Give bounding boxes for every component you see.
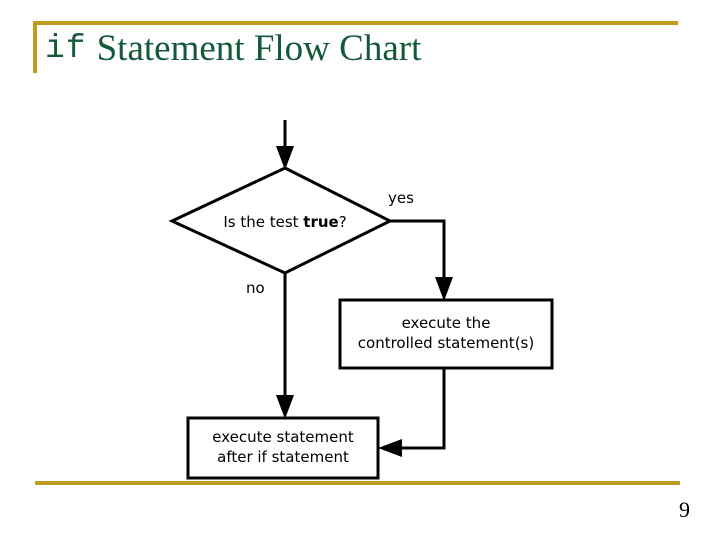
controlled-statement-node: execute the controlled statement(s) xyxy=(338,298,554,370)
decision-node: Is the test true? xyxy=(168,166,394,275)
title-keyword-if: if xyxy=(45,29,87,67)
edge-controlled-to-after xyxy=(378,368,446,457)
decision-node-label: Is the test true? xyxy=(223,213,346,231)
after-statement-line-2: after if statement xyxy=(217,448,349,466)
branch-label-yes: yes xyxy=(388,189,414,207)
after-statement-line-1: execute statement xyxy=(212,428,354,446)
title-remainder: Statement Flow Chart xyxy=(96,27,422,69)
after-statement-node: execute statement after if statement xyxy=(186,416,380,480)
edge-entry-to-decision xyxy=(276,120,294,170)
title-rule-vertical xyxy=(33,21,37,73)
branch-label-no: no xyxy=(246,279,265,297)
edge-yes-branch xyxy=(390,219,453,301)
title-rule-horizontal xyxy=(33,21,678,25)
footer-rule xyxy=(35,481,680,485)
edge-no-branch xyxy=(276,273,294,419)
page-number: 9 xyxy=(679,497,690,522)
controlled-statement-line-2: controlled statement(s) xyxy=(358,334,534,352)
controlled-statement-line-1: execute the xyxy=(402,314,491,332)
